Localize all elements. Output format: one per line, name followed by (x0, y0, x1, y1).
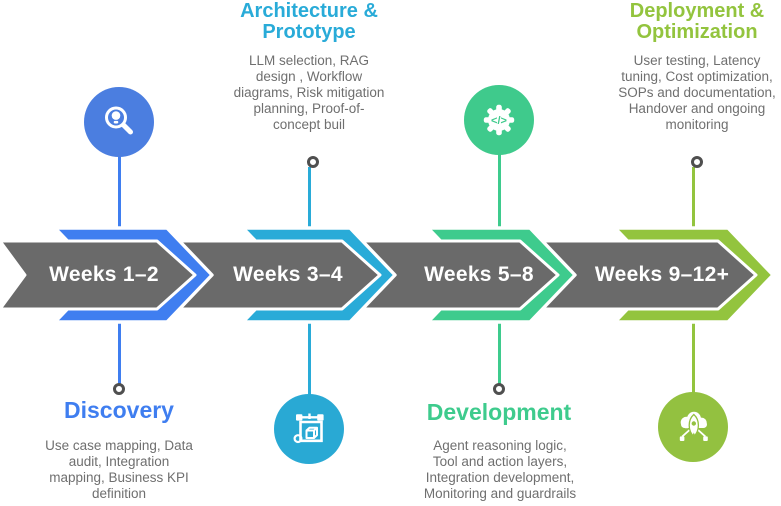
phase-4-weeks-label: Weeks 9–12+ (594, 263, 730, 286)
phase-3-connector-dot (493, 383, 505, 395)
gear-code-icon: </> (483, 104, 515, 136)
chevron-gray-phase-1 (0, 239, 197, 311)
phase-2-connector-line-bottom (307, 322, 311, 397)
phase-1-title: Discovery (64, 397, 174, 423)
magnifier-bulb-icon (105, 106, 133, 135)
phase-2-description: LLM selection, RAG design , Workflow dia… (233, 53, 385, 132)
phase-1-connector-line-top (117, 155, 121, 231)
phase-2-title: Architecture & Prototype (240, 0, 378, 43)
phase-3-connector-line-bottom (497, 322, 501, 384)
code-glyph: </> (491, 115, 507, 127)
phase-4-connector-line-bottom (691, 322, 695, 396)
phase-3-icon-circle: </> (464, 85, 534, 155)
phase-4-description: User testing, Latency tuning, Cost optim… (618, 53, 776, 132)
phase-1-weeks-label: Weeks 1–2 (49, 263, 159, 286)
phase-3-description: Agent reasoning logic, Tool and action l… (423, 438, 577, 501)
phase-3-connector-line-top (497, 151, 501, 231)
phase-2-connector-dot (307, 156, 319, 168)
blueprint-icon (293, 413, 324, 444)
phase-2-connector-line-top (307, 167, 311, 231)
phase-1-icon-circle (84, 87, 154, 157)
phase-3-weeks-label: Weeks 5–8 (424, 263, 534, 286)
phase-1-connector-line-bottom (117, 322, 121, 384)
phase-2-icon-circle (274, 394, 344, 464)
phase-1-description: Use case mapping, Data audit, Integratio… (45, 438, 193, 501)
phase-4-connector-dot (691, 156, 703, 168)
phase-1-connector-dot (113, 383, 125, 395)
phase-4-connector-line-top (691, 167, 695, 231)
phase-4-icon-circle (658, 392, 728, 462)
phase-2-weeks-label: Weeks 3–4 (233, 263, 343, 286)
phase-3-title: Development (426, 399, 572, 425)
cloud-rocket-icon (679, 411, 708, 441)
phase-4-title: Deployment & Optimization (629, 0, 765, 43)
